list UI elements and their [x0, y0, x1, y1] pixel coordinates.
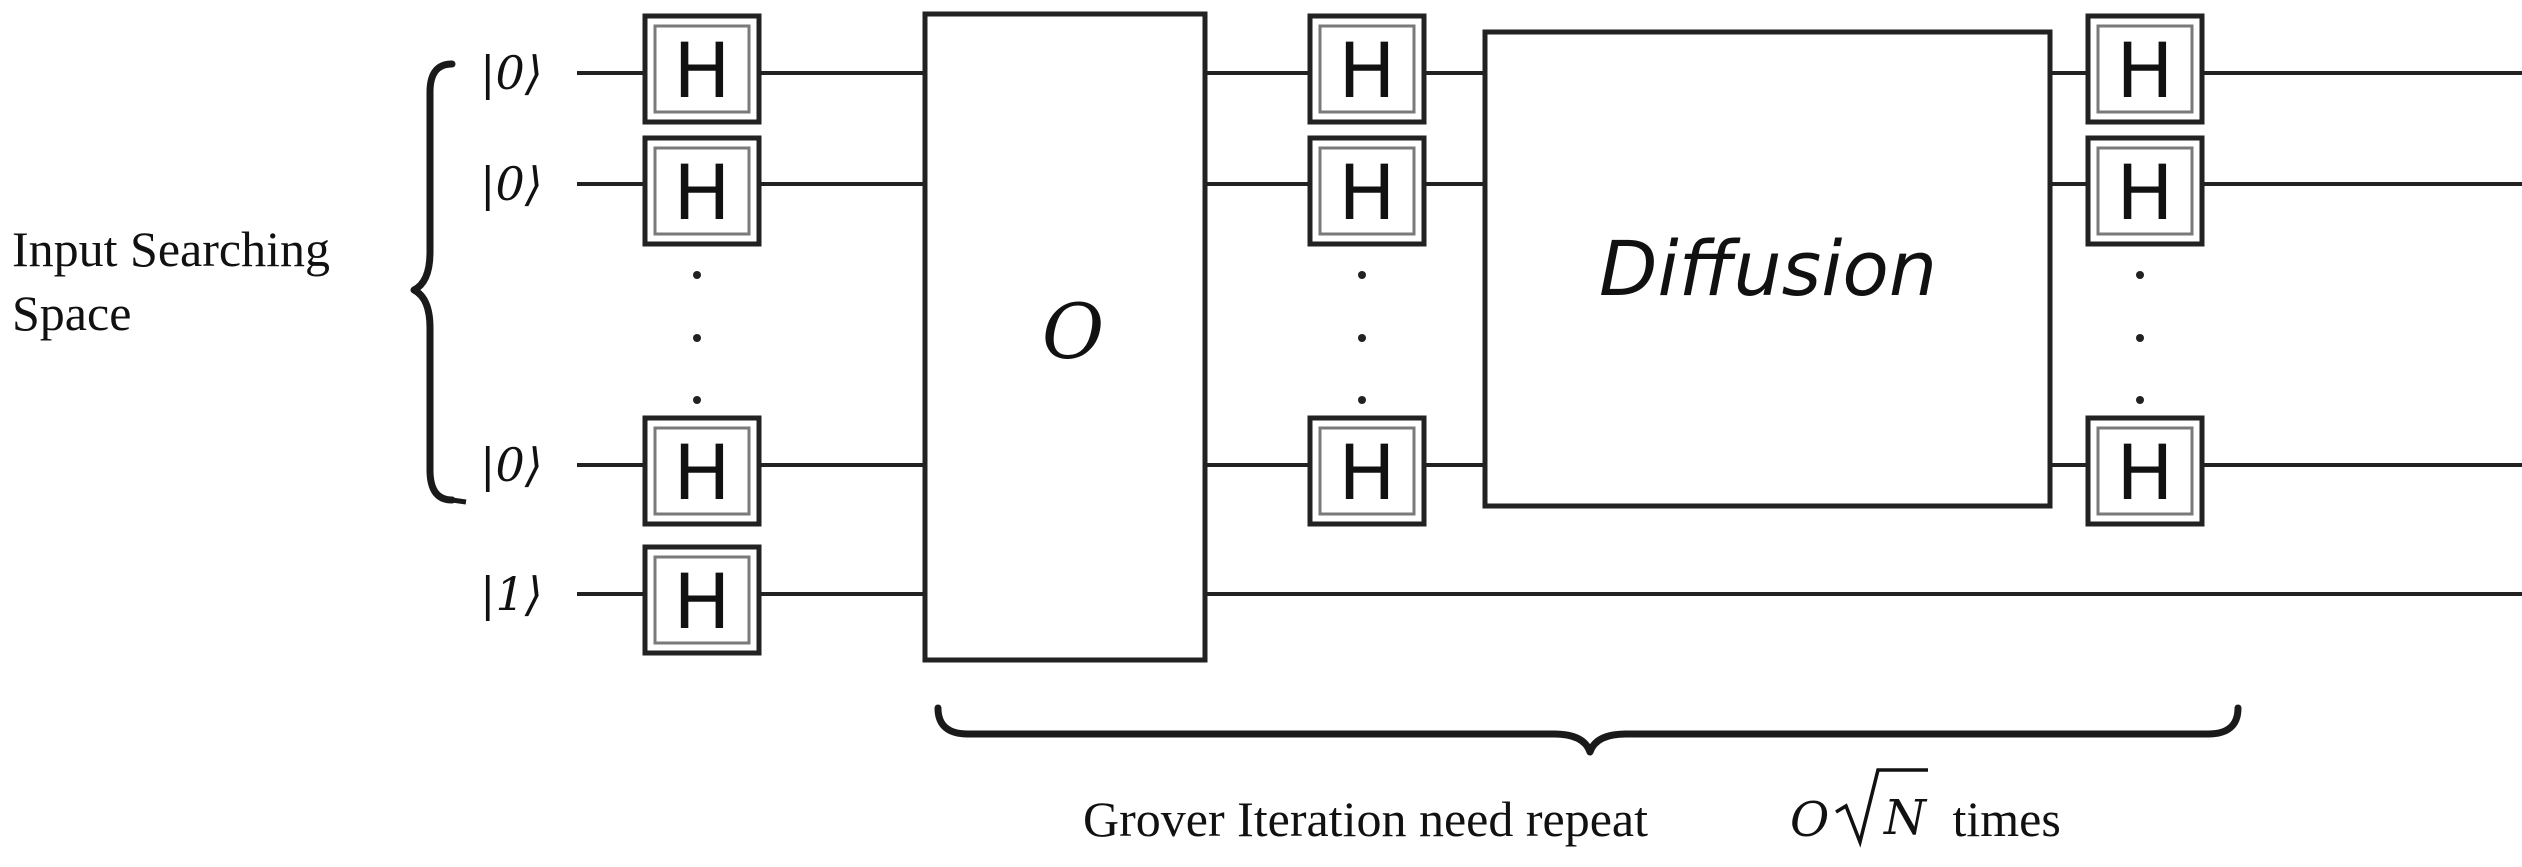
- svg-text:H: H: [2116, 428, 2173, 517]
- ket-ancilla: |1⟩: [480, 567, 543, 621]
- h-gate-col3-q3: H: [2085, 415, 2205, 527]
- ellipsis-col3: [2136, 271, 2144, 404]
- svg-text:H: H: [673, 26, 730, 115]
- ket-qubit-2: |0⟩: [480, 157, 543, 211]
- diffusion-label: Diffusion: [1599, 224, 1937, 313]
- ket-qubit-3: |0⟩: [480, 438, 543, 492]
- ellipsis-col2: [1358, 271, 1366, 404]
- ellipsis-col1: [693, 271, 701, 404]
- caption-o-symbol: O: [1790, 792, 1829, 848]
- input-label-line2: Space: [12, 285, 131, 341]
- svg-text:H: H: [673, 557, 730, 646]
- caption-suffix: times: [1940, 791, 2061, 847]
- svg-text:H: H: [673, 148, 730, 237]
- svg-text:H: H: [1338, 148, 1395, 237]
- h-gate-col2-q2: H: [1307, 135, 1427, 247]
- h-gate-col1-ancilla: H: [642, 544, 762, 656]
- ket-qubit-1: |0⟩: [480, 46, 543, 100]
- h-gate-col2-q1: H: [1307, 13, 1427, 125]
- brace-tail: [451, 497, 467, 505]
- caption-prefix: Grover Iteration need repeat: [1083, 791, 1648, 847]
- h-gate-col2-q3: H: [1307, 415, 1427, 527]
- h-gate-col1-q1: H: [642, 13, 762, 125]
- oracle-label: O: [1042, 287, 1104, 376]
- input-label-line1: Input Searching: [12, 221, 330, 277]
- h-gate-col3-q1: H: [2085, 13, 2205, 125]
- svg-text:H: H: [673, 428, 730, 517]
- iteration-caption: Grover Iteration need repeat: [1083, 791, 1648, 847]
- svg-text:H: H: [1338, 428, 1395, 517]
- caption-n-symbol: N: [1883, 790, 1928, 846]
- svg-text:H: H: [2116, 148, 2173, 237]
- h-gate-col1-q3: H: [642, 415, 762, 527]
- svg-text:H: H: [2116, 26, 2173, 115]
- oracle-block: O: [922, 11, 1208, 663]
- h-gate-col1-q2: H: [642, 135, 762, 247]
- h-gate-col3-q2: H: [2085, 135, 2205, 247]
- diffusion-block: Diffusion: [1482, 29, 2053, 509]
- svg-text:H: H: [1338, 26, 1395, 115]
- iteration-brace: [934, 704, 2242, 756]
- input-brace: [410, 60, 456, 504]
- sqrt-radical: [1835, 768, 1928, 848]
